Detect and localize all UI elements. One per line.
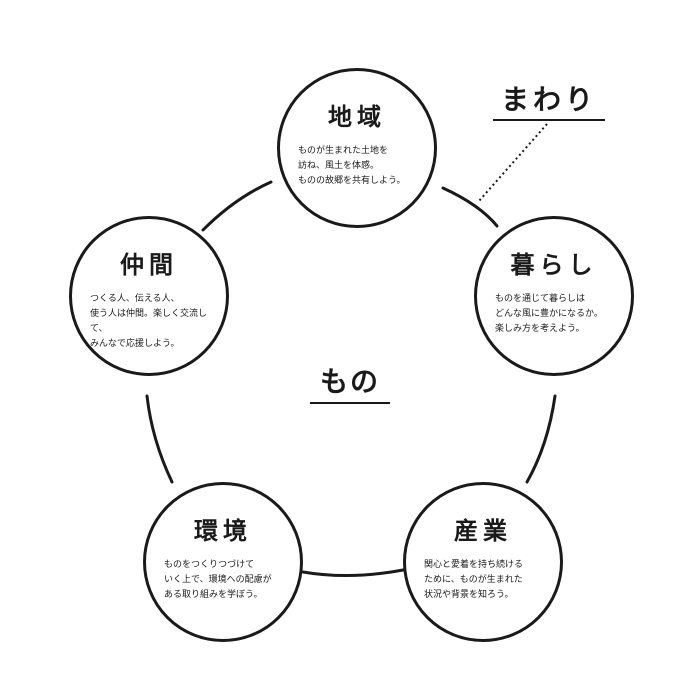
dotted-pointer	[478, 123, 548, 202]
arc-chiiki-kurashi	[441, 186, 499, 228]
node-kurashi: 暮らし ものを通じて暮らしは どんな風に豊かになるか。 楽しみ方を考えよう。	[474, 216, 634, 376]
node-title: 仲間	[120, 251, 178, 279]
arc-kankyo-nakama	[145, 394, 174, 484]
node-kankyo: 環境 ものをつくりつづけて いく上で、環境への配慮が ある取り組みを学ぼう。	[143, 482, 303, 642]
node-title: 環境	[194, 517, 252, 545]
arc-nakama-chiiki	[201, 180, 273, 232]
arc-sangyo-kankyo	[301, 568, 405, 578]
center-label: もの	[310, 360, 390, 404]
mawari-label: まわり	[493, 78, 605, 121]
node-description: ものを通じて暮らしは どんな風に豊かになるか。 楽しみ方を考えよう。	[495, 294, 603, 334]
node-description: 関心と愛着を持ち続ける ために、ものが生まれた 状況や背景を知ろう。	[424, 560, 524, 600]
arc-kurashi-sangyo	[525, 394, 557, 484]
node-nakama: 仲間 つくる人、伝える人、 使う人は仲間。楽しく交流して、 みんなで応援しよう。	[69, 216, 229, 376]
node-chiiki: 地域 ものが生まれた土地を 訪ね、風土を体感。 ものの故郷を共有しよう。	[277, 68, 437, 228]
node-title: 地域	[328, 103, 386, 131]
node-description: ものをつくりつづけて いく上で、環境への配慮が ある取り組みを学ぼう。	[164, 560, 272, 600]
node-description: つくる人、伝える人、 使う人は仲間。楽しく交流して、 みんなで応援しよう。	[90, 294, 208, 349]
node-description: ものが生まれた土地を 訪ね、風土を体感。 ものの故郷を共有しよう。	[298, 146, 406, 186]
node-sangyo: 産業 関心と愛着を持ち続ける ために、ものが生まれた 状況や背景を知ろう。	[403, 482, 563, 642]
node-title: 産業	[454, 517, 512, 545]
node-title: 暮らし	[510, 251, 598, 279]
